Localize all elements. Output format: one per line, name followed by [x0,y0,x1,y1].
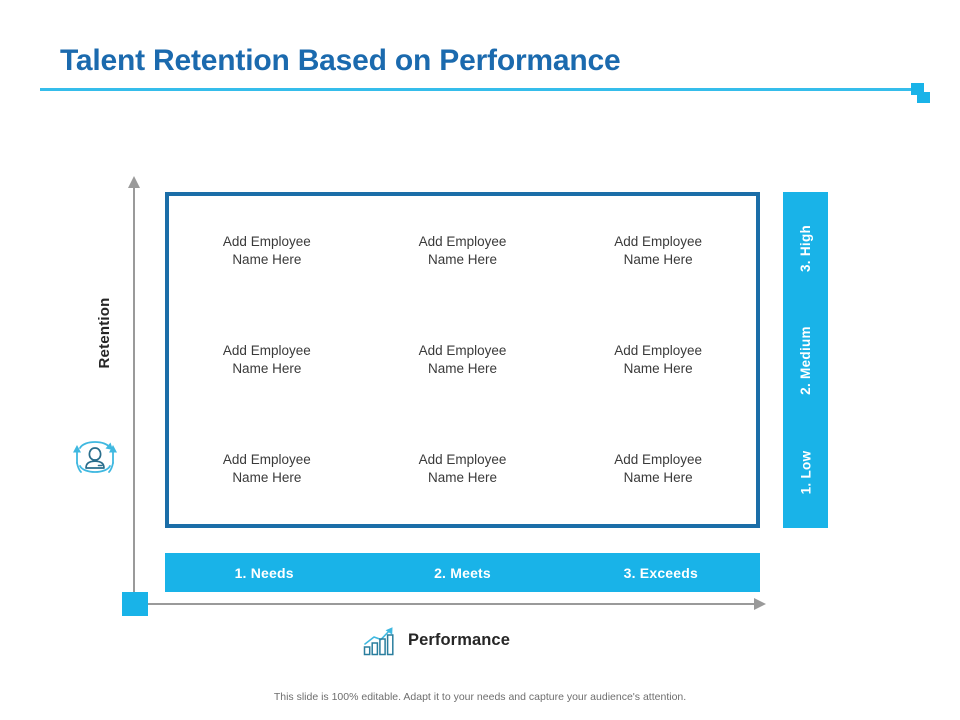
performance-axis-line [134,603,756,605]
retention-axis-label: Retention [96,297,113,369]
performance-axis-group: Performance [362,624,510,657]
page-title: Talent Retention Based on Performance [60,44,621,77]
matrix-cell[interactable]: Add Employee Name Here [418,342,507,376]
performance-levels-bar: 1. Needs 2. Meets 3. Exceeds [165,553,760,592]
talent-matrix-grid: Add Employee Name Here Add Employee Name… [165,192,760,528]
matrix-row: Add Employee Name Here Add Employee Name… [169,196,756,305]
axis-origin-square [122,592,148,616]
matrix-cell[interactable]: Add Employee Name Here [614,233,703,267]
matrix-row: Add Employee Name Here Add Employee Name… [169,305,756,414]
performance-level-needs[interactable]: 1. Needs [234,564,294,581]
retention-level-label: 1. Low [798,450,813,494]
performance-axis-arrowhead-icon [754,598,766,610]
performance-level-meets[interactable]: 2. Meets [434,564,491,581]
matrix-cell[interactable]: Add Employee Name Here [614,342,703,376]
retention-level-label: 3. High [798,224,814,272]
retention-level-high[interactable]: 3. High [783,192,828,304]
title-underline-rule [40,88,915,91]
matrix-cell[interactable]: Add Employee Name Here [418,452,507,486]
retention-level-label: 2. Medium [798,325,813,395]
retention-level-medium[interactable]: 2. Medium [783,304,828,416]
performance-axis-label: Performance [408,631,510,649]
footer-note: This slide is 100% editable. Adapt it to… [273,691,687,703]
title-decor-square-lower [917,92,930,103]
bar-chart-growth-icon [363,627,394,656]
retention-level-low[interactable]: 1. Low [783,416,828,528]
retention-axis-line [133,186,135,605]
retention-levels-bar: 1. Low 2. Medium 3. High [783,192,828,528]
matrix-row: Add Employee Name Here Add Employee Name… [169,415,756,524]
matrix-cell[interactable]: Add Employee Name Here [418,233,507,267]
person-retention-cycle-icon [73,441,117,473]
matrix-cell[interactable]: Add Employee Name Here [222,233,311,267]
matrix-cell[interactable]: Add Employee Name Here [222,452,311,486]
performance-level-exceeds[interactable]: 3. Exceeds [623,564,699,581]
matrix-cell[interactable]: Add Employee Name Here [222,342,311,376]
matrix-cell[interactable]: Add Employee Name Here [614,452,703,486]
retention-axis-arrowhead-icon [128,176,140,188]
